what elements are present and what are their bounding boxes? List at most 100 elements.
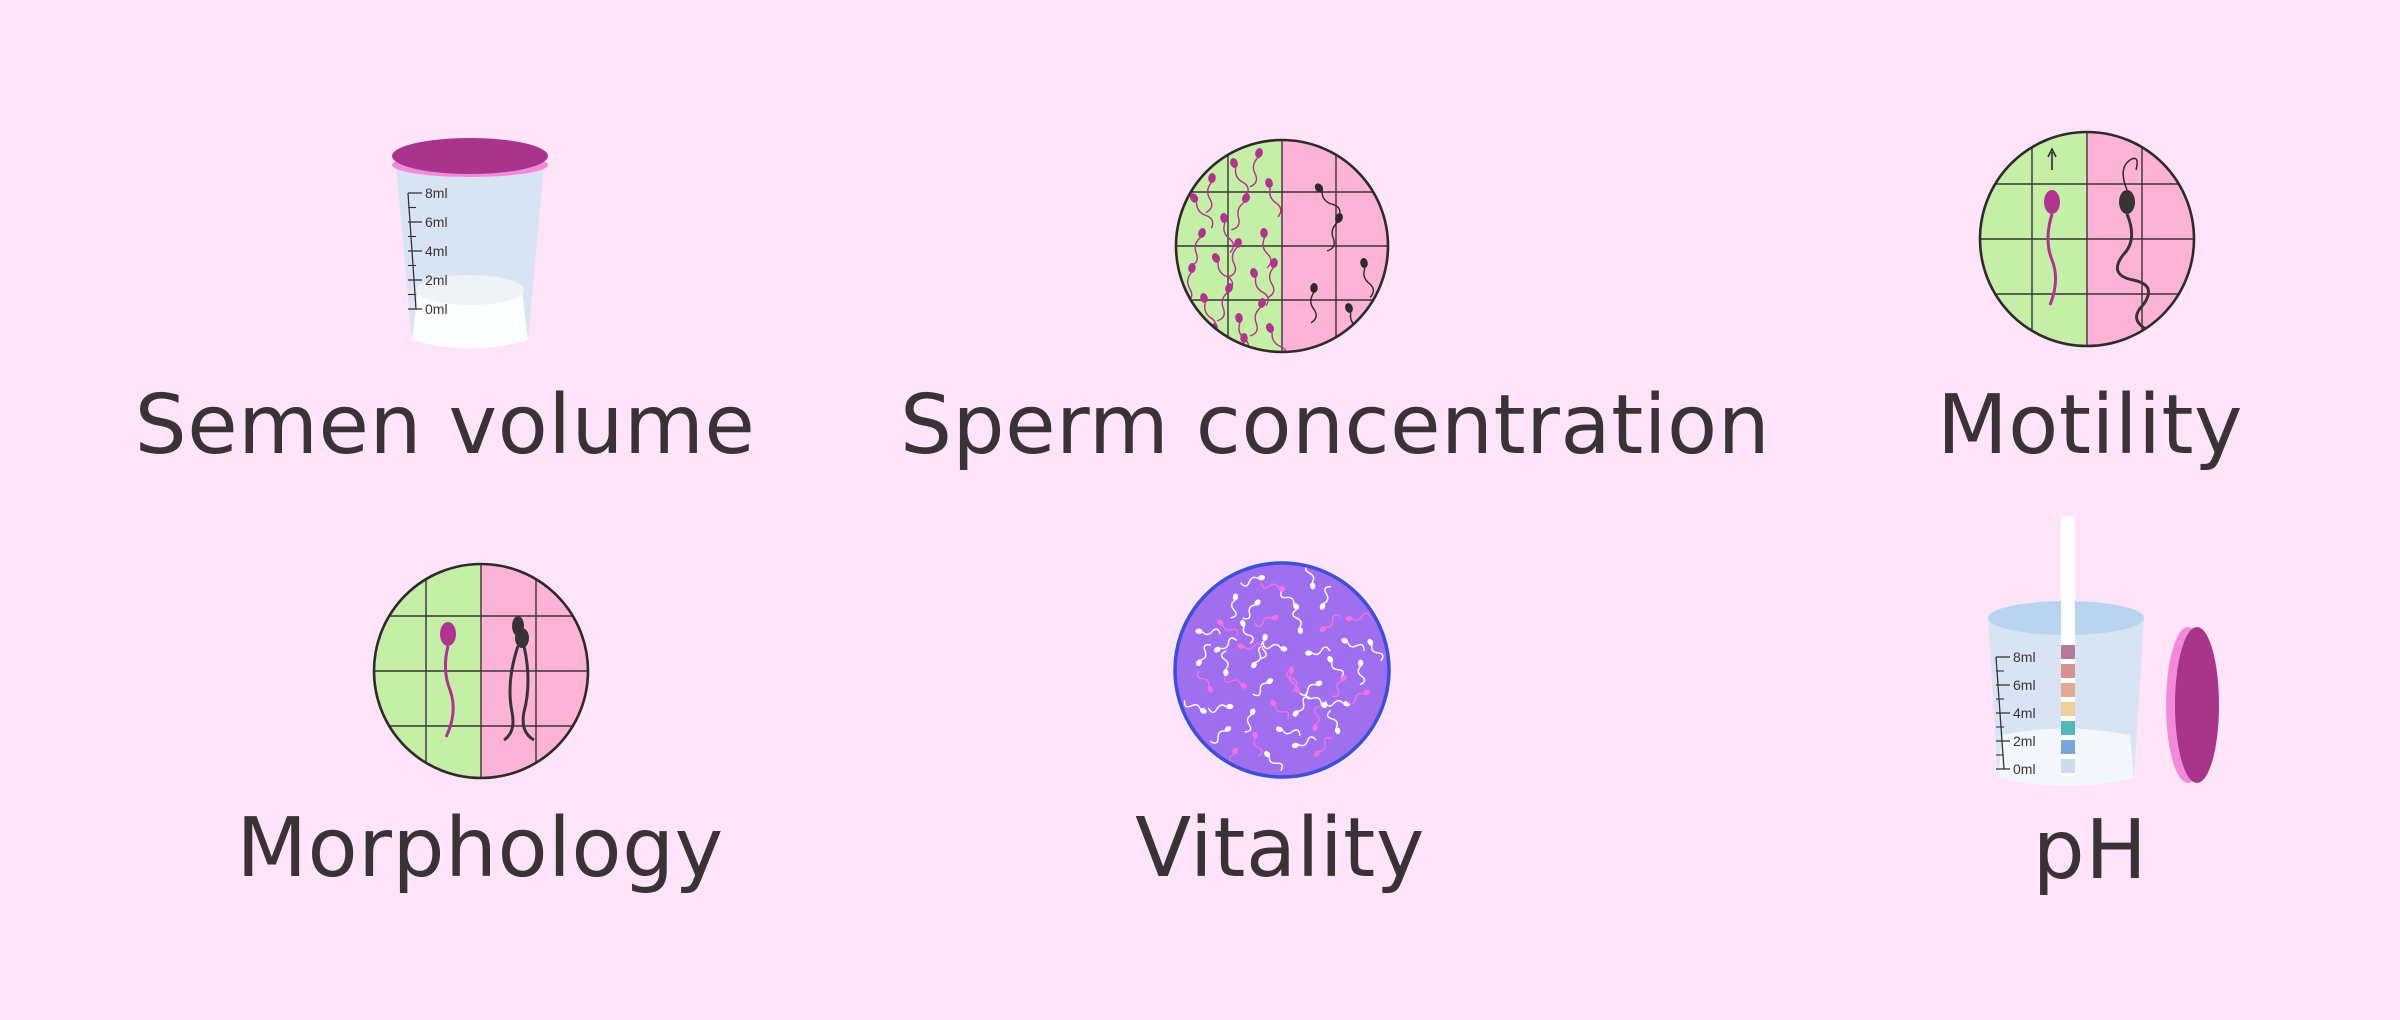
sperm-cell <box>1231 193 1251 231</box>
scale-label: 2ml <box>2013 733 2036 749</box>
sperm-cell <box>1207 703 1234 713</box>
sperm-cell <box>1205 173 1216 214</box>
label-semen-volume: Semen volume <box>134 378 756 473</box>
tile-morphology: Morphology <box>150 540 810 900</box>
sperm-cell <box>1220 650 1229 676</box>
label-sperm-concentration: Sperm concentration <box>900 378 1771 473</box>
sperm-cell <box>1249 148 1263 188</box>
sperm-cell <box>1242 599 1261 620</box>
label-ph: pH <box>2032 803 2148 898</box>
sperm-cell <box>1305 691 1328 709</box>
sperm-cell <box>1260 228 1272 269</box>
measuring-cup-icon: 8ml 6ml 4ml 2ml 0ml <box>392 138 548 349</box>
sperm-cell <box>1270 699 1290 720</box>
tile-semen-volume: 8ml 6ml 4ml 2ml 0ml Semen volume <box>120 120 770 480</box>
tile-sperm-concentration: Sperm concentration <box>900 120 1771 480</box>
sperm-cell <box>1190 313 1202 352</box>
ph-cup-strip-icon: 8ml 6ml 4ml 2ml 0ml <box>1988 516 2219 786</box>
tile-vitality: Vitality <box>900 540 1660 900</box>
sperm-cell <box>1360 258 1375 298</box>
label-motility: Motility <box>1936 378 2244 473</box>
sperm-cell <box>1265 323 1288 352</box>
ph-strip-block <box>2061 664 2075 678</box>
sperm-cell <box>1216 283 1233 322</box>
microscope-grid-icon <box>1174 138 1390 354</box>
scale-label: 0ml <box>425 301 448 317</box>
sperm-cell <box>1196 670 1214 693</box>
ph-strip-block <box>2061 721 2075 735</box>
sperm-cell <box>1264 751 1283 771</box>
scale-label: 6ml <box>2013 677 2036 693</box>
sperm-cell <box>1341 637 1365 651</box>
sperm-cell <box>1249 298 1266 337</box>
sperm-cell <box>1312 705 1320 732</box>
sperm-cell <box>1217 619 1239 637</box>
sperm-cell <box>1252 731 1263 757</box>
sperm-cell <box>1244 708 1256 733</box>
sperm-cell <box>1346 689 1370 705</box>
sperm-cell <box>1265 178 1282 218</box>
sperm-cell <box>1299 680 1323 696</box>
sperm-cell <box>1314 183 1341 217</box>
sperm-cell <box>1253 614 1279 628</box>
sperm-cell <box>1260 633 1268 660</box>
sperm-cell <box>1189 228 1206 267</box>
cup-scale: 8ml 6ml 4ml 2ml 0ml <box>407 185 448 317</box>
sperm-cell <box>1319 614 1341 633</box>
ph-strip-block <box>2061 702 2075 716</box>
sperm-cell <box>1260 582 1286 592</box>
motility-grid-icon <box>1978 130 2196 348</box>
sperm-cell <box>1240 333 1250 352</box>
sperm-cell <box>1313 736 1333 757</box>
sperm-cell <box>1319 585 1331 610</box>
scale-label: 6ml <box>425 214 448 230</box>
sperm-cell <box>1213 637 1238 653</box>
sperm-cell <box>1250 268 1269 307</box>
sperm-cell <box>1189 193 1214 229</box>
scale-label: 2ml <box>425 272 448 288</box>
sperm-cell <box>1195 628 1221 636</box>
sperm-cell <box>1292 608 1304 635</box>
scale-label: 8ml <box>2013 649 2036 665</box>
sperm-cell <box>1196 643 1212 666</box>
sperm-cell <box>1367 638 1384 662</box>
vitality-circle-icon <box>1173 561 1391 779</box>
sperm-cell <box>1357 659 1366 686</box>
sperm-cell <box>1326 709 1341 735</box>
scale-label: 0ml <box>2013 761 2036 777</box>
label-morphology: Morphology <box>236 801 724 896</box>
sperm-cell <box>1310 283 1318 324</box>
scale-label: 4ml <box>2013 705 2036 721</box>
scale-label: 8ml <box>425 185 448 201</box>
tile-motility: Motility <box>1840 120 2340 480</box>
sperm-cell <box>1209 726 1232 744</box>
sperm-cell <box>1230 158 1249 197</box>
sperm-cell <box>1305 646 1331 656</box>
sperm-cell <box>1327 656 1344 679</box>
sperm-cell <box>1280 589 1300 610</box>
ph-strip-block <box>2061 759 2075 773</box>
ph-strip <box>2061 645 2075 773</box>
tile-ph: 8ml 6ml 4ml 2ml 0ml pH <box>1840 500 2340 900</box>
sperm-cell <box>1228 238 1242 278</box>
ph-strip-block <box>2061 645 2075 659</box>
sperm-cell <box>1275 726 1301 736</box>
sperm-cell <box>1223 676 1248 689</box>
sperm-cell <box>1237 642 1263 650</box>
sperm-cell <box>1326 213 1343 252</box>
ph-strip-block <box>2061 740 2075 754</box>
cup-scale: 8ml 6ml 4ml 2ml 0ml <box>1995 649 2036 777</box>
ph-strip-block <box>2061 683 2075 697</box>
sperm-cell <box>1291 736 1317 749</box>
sperm-cell <box>1286 669 1301 694</box>
label-vitality: Vitality <box>1135 801 1425 896</box>
sperm-cell <box>1331 674 1347 698</box>
sperm-cell <box>1240 619 1254 645</box>
sperm-cell <box>1220 213 1235 253</box>
sperm-cell <box>1252 678 1274 697</box>
sperm-cell <box>1230 593 1239 619</box>
sperm-cell <box>1345 612 1372 622</box>
scale-label: 4ml <box>425 243 448 259</box>
sperm-cell <box>1183 700 1207 714</box>
